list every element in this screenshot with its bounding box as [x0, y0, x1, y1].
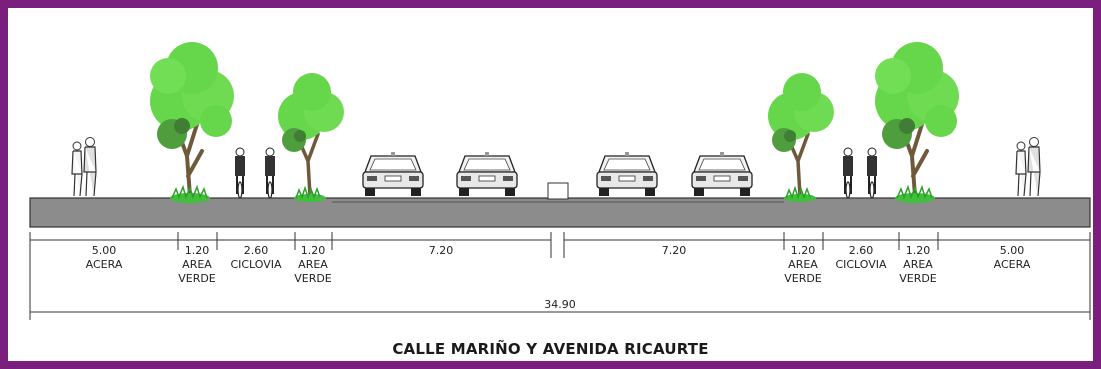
- car-icon: [362, 151, 424, 197]
- segment-value: 1.20: [185, 244, 210, 257]
- segment-label: VERDE: [178, 272, 216, 285]
- median-curb: [547, 182, 569, 200]
- segment-label: ACERA: [994, 258, 1031, 271]
- drawing-caption: CALLE MARIÑO Y AVENIDA RICAURTE: [392, 340, 709, 358]
- total-width-label: 34.90: [544, 298, 576, 311]
- segment-label: VERDE: [784, 272, 822, 285]
- segment-label: CICLOVIA: [835, 258, 887, 271]
- cyclist-icon: [234, 147, 246, 199]
- car-icon: [456, 151, 518, 197]
- segment-value: 2.60: [849, 244, 874, 257]
- segment-value: 7.20: [429, 244, 454, 257]
- segment-label: ACERA: [86, 258, 123, 271]
- segment-value: 5.00: [1000, 244, 1025, 257]
- segment-label: CICLOVIA: [230, 258, 282, 271]
- tree-icon: [873, 40, 961, 205]
- segment-label: AREA: [903, 258, 933, 271]
- dimension-lines: [29, 232, 1091, 320]
- segment-value: 1.20: [906, 244, 931, 257]
- cyclist-icon: [842, 147, 854, 199]
- tree-icon: [148, 40, 236, 205]
- segment-value: 2.60: [244, 244, 269, 257]
- segment-labels: 5.00 ACERA 1.20 AREA VERDE 2.60 CICLOVIA…: [86, 244, 1031, 311]
- pedestrians-icon: [71, 136, 97, 197]
- segment-label: AREA: [182, 258, 212, 271]
- car-icon: [596, 151, 658, 197]
- segment-label: VERDE: [294, 272, 332, 285]
- segment-value: 1.20: [301, 244, 326, 257]
- segment-value: 1.20: [791, 244, 816, 257]
- segment-label: AREA: [788, 258, 818, 271]
- pedestrians-icon: [1015, 136, 1041, 197]
- segment-value: 7.20: [662, 244, 687, 257]
- car-icon: [691, 151, 753, 197]
- cyclist-icon: [264, 147, 276, 199]
- segment-value: 5.00: [92, 244, 117, 257]
- cyclist-icon: [866, 147, 878, 199]
- segment-label: VERDE: [899, 272, 937, 285]
- tree-icon: [276, 71, 346, 204]
- segment-label: AREA: [298, 258, 328, 271]
- tree-icon: [766, 71, 836, 204]
